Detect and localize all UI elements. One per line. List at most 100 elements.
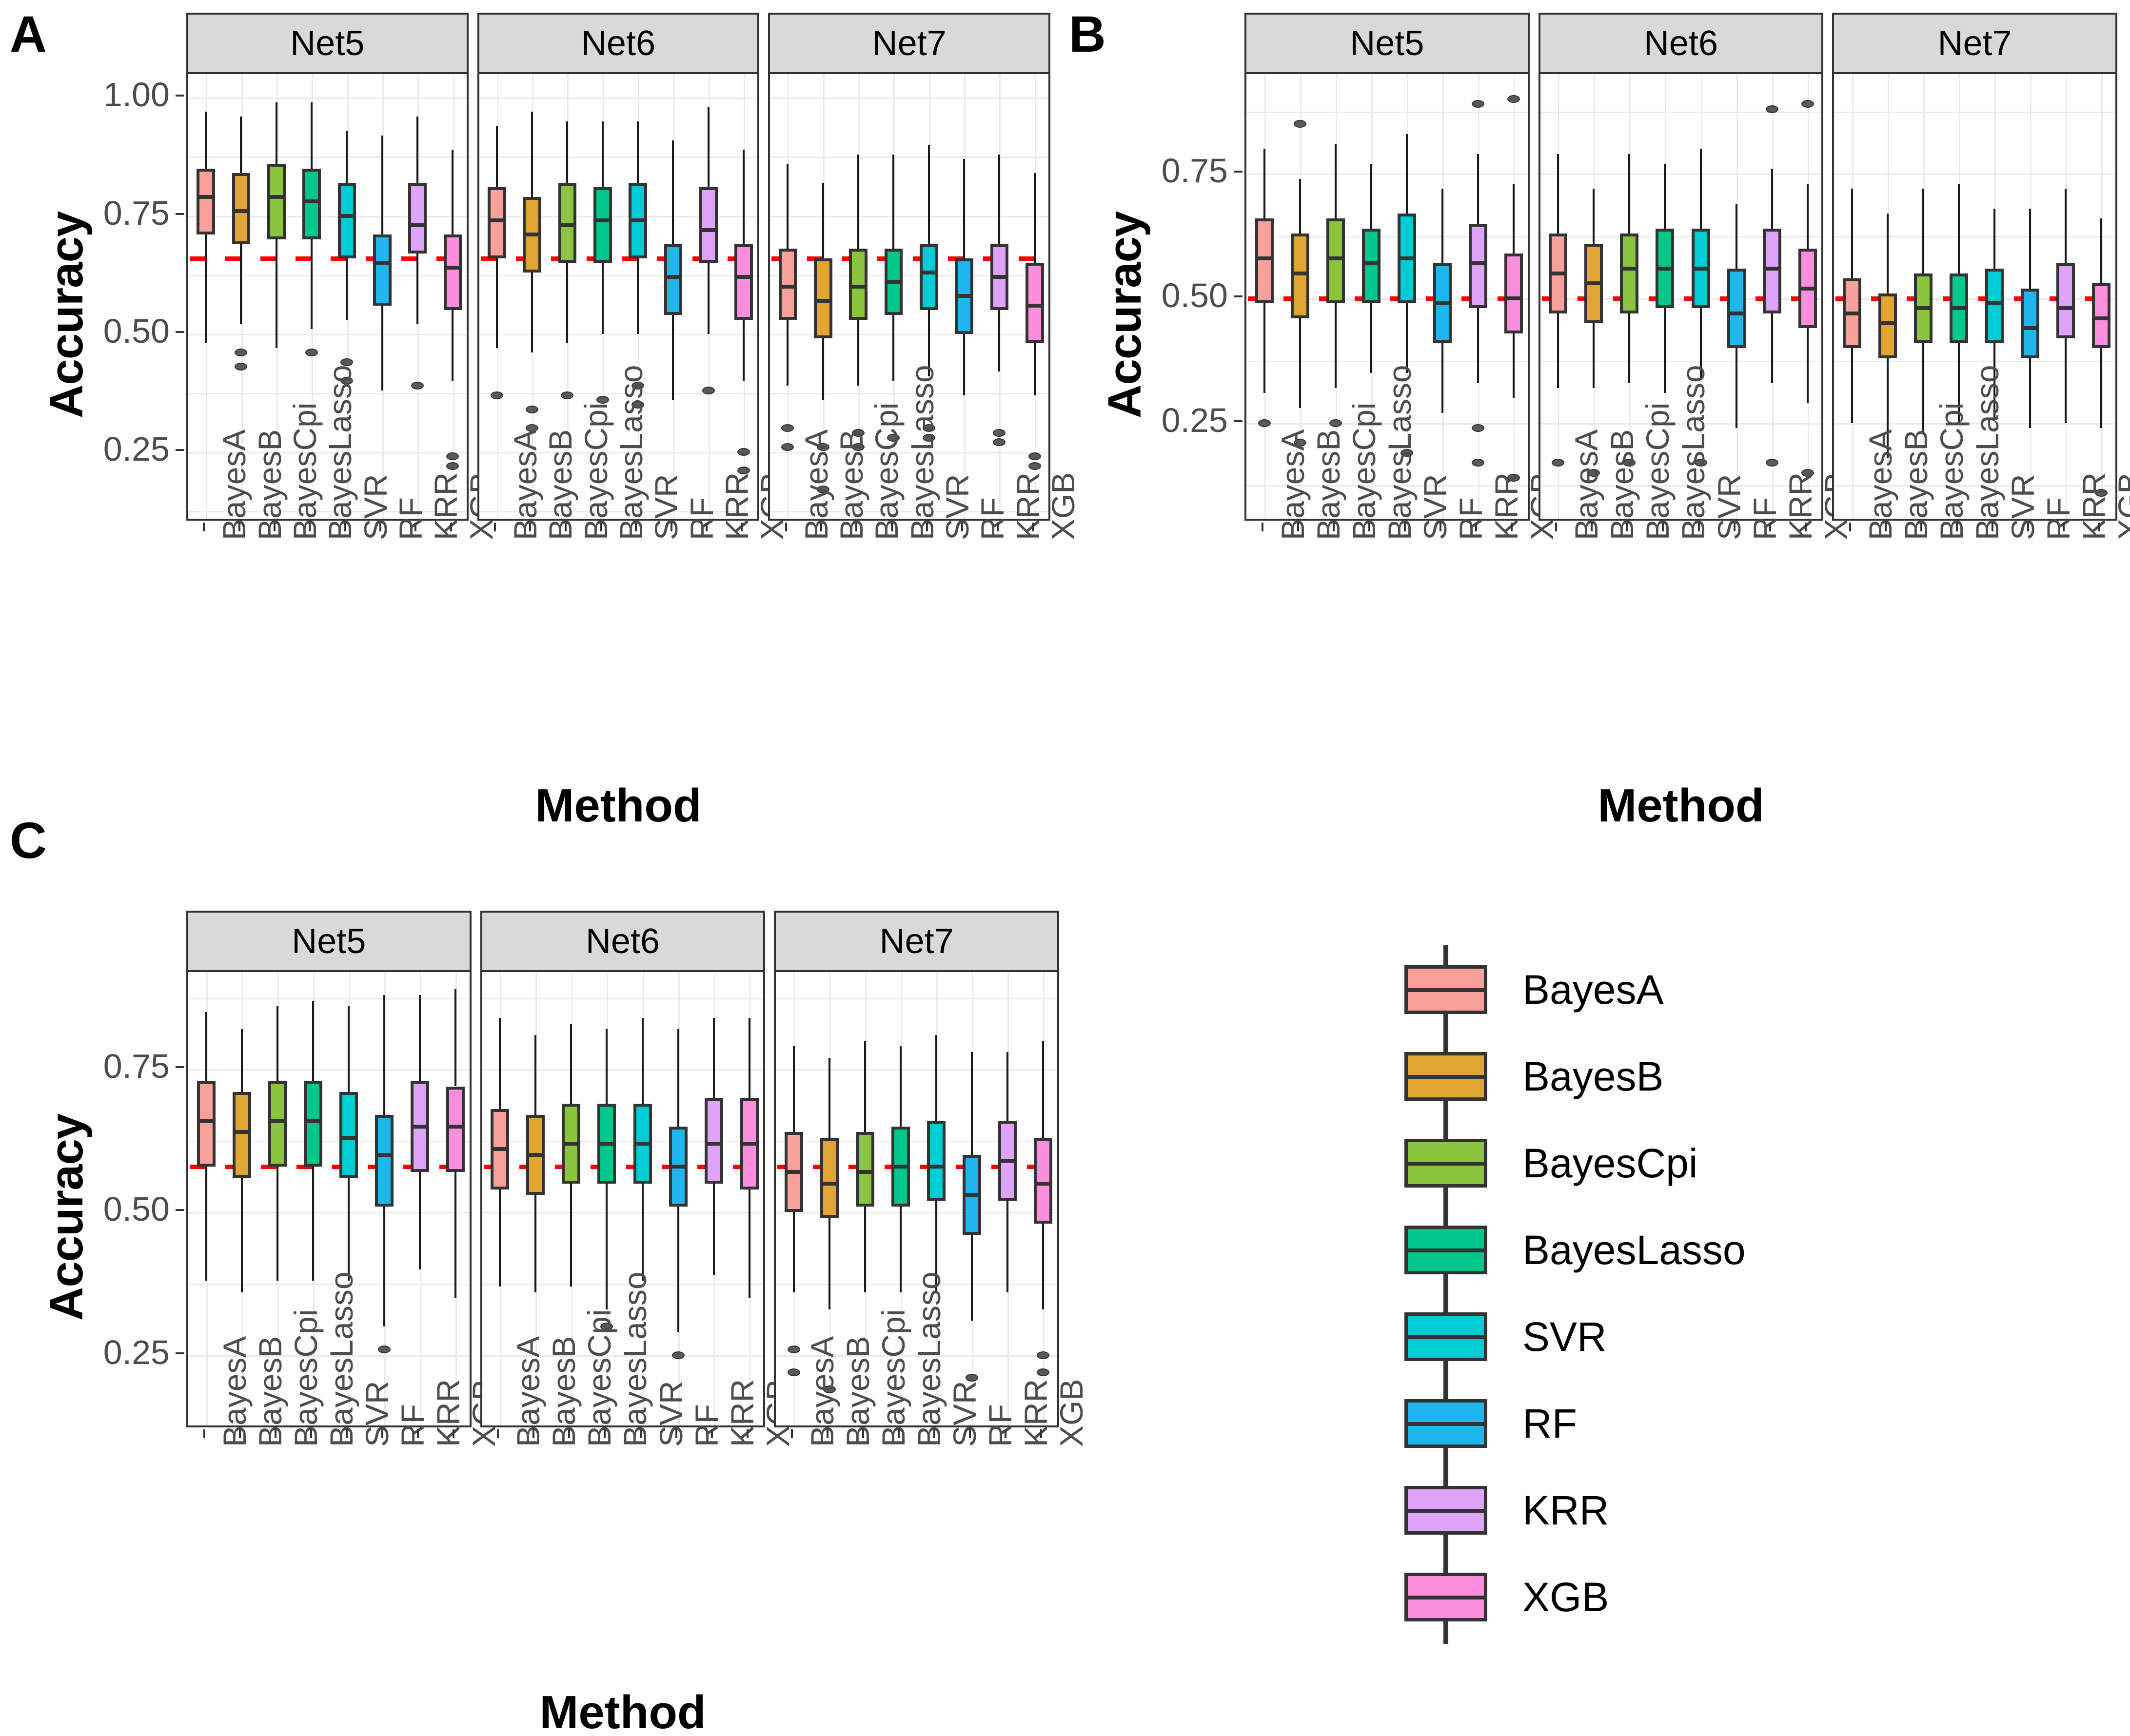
plot-area-a-net5	[186, 72, 469, 521]
boxplot-bayesb	[1878, 74, 1897, 519]
whisker-upper	[534, 1034, 537, 1115]
median-line	[558, 223, 577, 227]
box-iqr	[1469, 223, 1488, 309]
whisker-upper	[312, 1000, 314, 1081]
x-tick-mark	[826, 1429, 828, 1438]
whisker-lower	[495, 258, 498, 348]
x-tick-label-xgb: XGB	[1045, 472, 1081, 540]
x-tick-mark	[1591, 523, 1593, 531]
outlier-point	[1765, 105, 1778, 113]
legend-item-bayesb[interactable]: BayesB	[1404, 1028, 1664, 1125]
y-axis-label: Accuracy	[40, 1113, 93, 1321]
legend-item-rf[interactable]: RF	[1404, 1375, 1577, 1472]
x-tick-mark	[710, 1429, 713, 1438]
legend-whisker-upper	[1443, 1379, 1448, 1401]
whisker-lower	[454, 1172, 457, 1298]
median-line	[740, 1141, 759, 1146]
box-iqr	[197, 1080, 216, 1167]
legend-whisker-lower	[1443, 1101, 1448, 1123]
gridline-horizontal	[188, 1212, 470, 1214]
reference-line-dash	[189, 1164, 206, 1169]
whisker-lower	[1334, 303, 1337, 388]
x-tick-label-bayeslasso: BayesLasso	[1969, 365, 2006, 540]
median-line	[1433, 301, 1452, 306]
y-tick-label: 0.75	[1161, 152, 1228, 190]
boxplot-bayesb	[1584, 74, 1603, 519]
whisker-upper	[452, 149, 454, 235]
gridline-horizontal	[479, 274, 758, 276]
box-iqr	[856, 1132, 875, 1207]
x-tick-label-bayeslasso: BayesLasso	[911, 1271, 947, 1447]
x-tick-mark	[1403, 523, 1406, 531]
legend-key-xgb	[1404, 1548, 1487, 1646]
x-tick-label-svr: SVR	[358, 1381, 395, 1447]
x-tick-mark	[2098, 523, 2101, 531]
x-tick-label-bayesa: BayesA	[1862, 429, 1898, 540]
boxplot-bayeslasso	[891, 972, 910, 1425]
x-tick-mark	[493, 523, 496, 531]
plot-area-b-net6	[1538, 72, 1824, 521]
median-line	[629, 218, 647, 223]
whisker-upper	[1922, 189, 1925, 273]
gridline-horizontal	[1540, 423, 1822, 425]
panel-letter-a: A	[10, 6, 47, 63]
whisker-upper	[1806, 183, 1809, 249]
boxplot-bayeslasso	[303, 972, 322, 1425]
x-tick-mark	[969, 1429, 971, 1438]
outlier-point	[823, 1385, 836, 1393]
x-tick-mark	[1439, 523, 1441, 531]
boxplot-svr	[920, 74, 938, 519]
outlier-point	[411, 382, 424, 390]
x-tick-mark	[1626, 523, 1629, 531]
legend-item-svr[interactable]: SVR	[1404, 1288, 1607, 1385]
x-tick-mark	[790, 1429, 793, 1438]
facet-title: Net5	[290, 24, 365, 63]
legend-item-bayesa[interactable]: BayesA	[1404, 941, 1664, 1038]
whisker-lower	[892, 314, 895, 381]
box-iqr	[337, 182, 356, 258]
x-tick-label-bayesa: BayesA	[1568, 429, 1605, 540]
boxplot-bayeslasso	[302, 74, 321, 519]
box-iqr	[920, 244, 938, 311]
legend-item-xgb[interactable]: XGB	[1404, 1548, 1609, 1646]
whisker-upper	[998, 154, 1001, 244]
legend-item-bayescpi[interactable]: BayesCpi	[1404, 1114, 1698, 1212]
legend-item-krr[interactable]: KRR	[1404, 1462, 1609, 1559]
whisker-upper	[1441, 189, 1443, 264]
legend-item-bayeslasso[interactable]: BayesLasso	[1404, 1201, 1746, 1299]
median-line	[891, 1164, 910, 1169]
whisker-lower	[312, 1166, 314, 1281]
x-tick-label-rf: RF	[394, 1404, 431, 1447]
x-tick-mark	[1697, 523, 1700, 531]
y-tick-label: 1.00	[103, 76, 170, 114]
reference-line-dash	[621, 256, 638, 261]
x-tick-mark	[1297, 523, 1299, 531]
x-tick-label-bayescpi: BayesCpi	[1639, 402, 1676, 540]
median-line	[523, 233, 541, 237]
whisker-lower	[1851, 348, 1853, 423]
legend-label: KRR	[1522, 1487, 1609, 1533]
gridline-horizontal	[770, 215, 1048, 217]
median-line	[2021, 326, 2040, 331]
reference-line-dash	[296, 1164, 313, 1169]
whisker-lower	[828, 1218, 830, 1309]
median-line	[1878, 321, 1897, 326]
median-line	[990, 275, 1009, 279]
gridline-horizontal	[1246, 236, 1528, 238]
x-tick-mark	[996, 523, 999, 531]
median-line	[1762, 266, 1781, 271]
whisker-lower	[637, 258, 639, 334]
median-line	[411, 1124, 430, 1129]
gridline-horizontal	[188, 997, 470, 999]
boxplot-bayeslasso	[597, 972, 616, 1425]
facet-strip-net5: Net5	[186, 13, 469, 72]
box-iqr	[488, 187, 506, 258]
outlier-point	[1552, 459, 1565, 467]
x-tick-label-bayesa: BayesA	[216, 1336, 253, 1447]
y-tick-label: 0.25	[103, 429, 170, 468]
median-line	[1469, 261, 1488, 266]
x-tick-label-svr: SVR	[648, 474, 685, 540]
boxplot-xgb	[443, 74, 462, 519]
outlier-point	[922, 433, 935, 442]
whisker-lower	[935, 1201, 938, 1292]
